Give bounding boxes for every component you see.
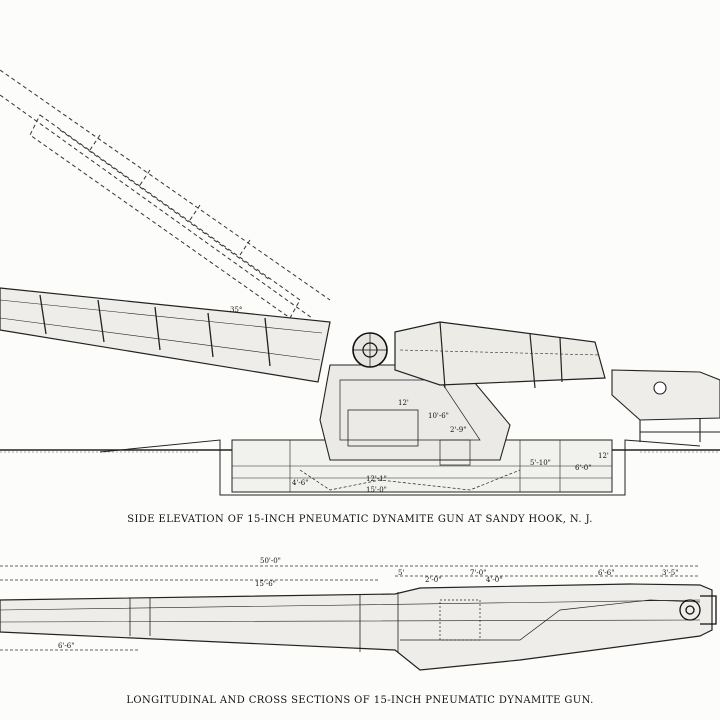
elevation-dimensions: 35° 12' 10'-6" 2'-9" 12'-1" 15'-0" 5'-10…: [230, 306, 609, 494]
loading-car: [611, 369, 720, 442]
dim-12-1: 12'-1": [366, 475, 387, 483]
section-barrel: [0, 583, 713, 671]
dim-6-6: 6'-6": [598, 569, 614, 577]
dim-angle: 35°: [230, 306, 242, 314]
main-barrel: [0, 287, 331, 383]
dim-3-5: 3'-5": [662, 569, 678, 577]
dim-2-0: 2'-0": [425, 576, 441, 584]
dim-overall: 50'-0": [260, 557, 281, 565]
muzzle-cap: [679, 595, 717, 625]
dim-15-6: 15'-6": [255, 580, 276, 588]
dim-6-0: 6'-0": [575, 464, 591, 472]
foundation-pit: [99, 439, 701, 496]
section-dimension-lines: [0, 565, 700, 651]
dim-12: 12': [398, 399, 409, 407]
dim-5: 5': [398, 569, 404, 577]
dim-6-6b: 6'-6": [58, 642, 74, 650]
dim-7-0: 7'-0": [470, 569, 486, 577]
dim-4-0: 4'-0": [486, 576, 502, 584]
dim-10-6: 10'-6": [428, 412, 449, 420]
dim-15-0: 15'-0": [366, 486, 387, 494]
section-dimensions: 50'-0" 15'-6" 7'-0" 2'-0" 4'-0" 6'-6" 3'…: [58, 557, 678, 650]
side-elevation-caption: SIDE ELEVATION OF 15-INCH PNEUMATIC DYNA…: [127, 514, 593, 525]
breech-section: [394, 321, 606, 389]
dim-12b: 12': [598, 452, 609, 460]
dim-2-9: 2'-9": [450, 426, 466, 434]
dim-5-10: 5'-10": [530, 459, 551, 467]
dim-4-6: 4'-6": [292, 479, 308, 487]
longitudinal-section-caption: LONGITUDINAL AND CROSS SECTIONS OF 15-IN…: [126, 695, 594, 706]
